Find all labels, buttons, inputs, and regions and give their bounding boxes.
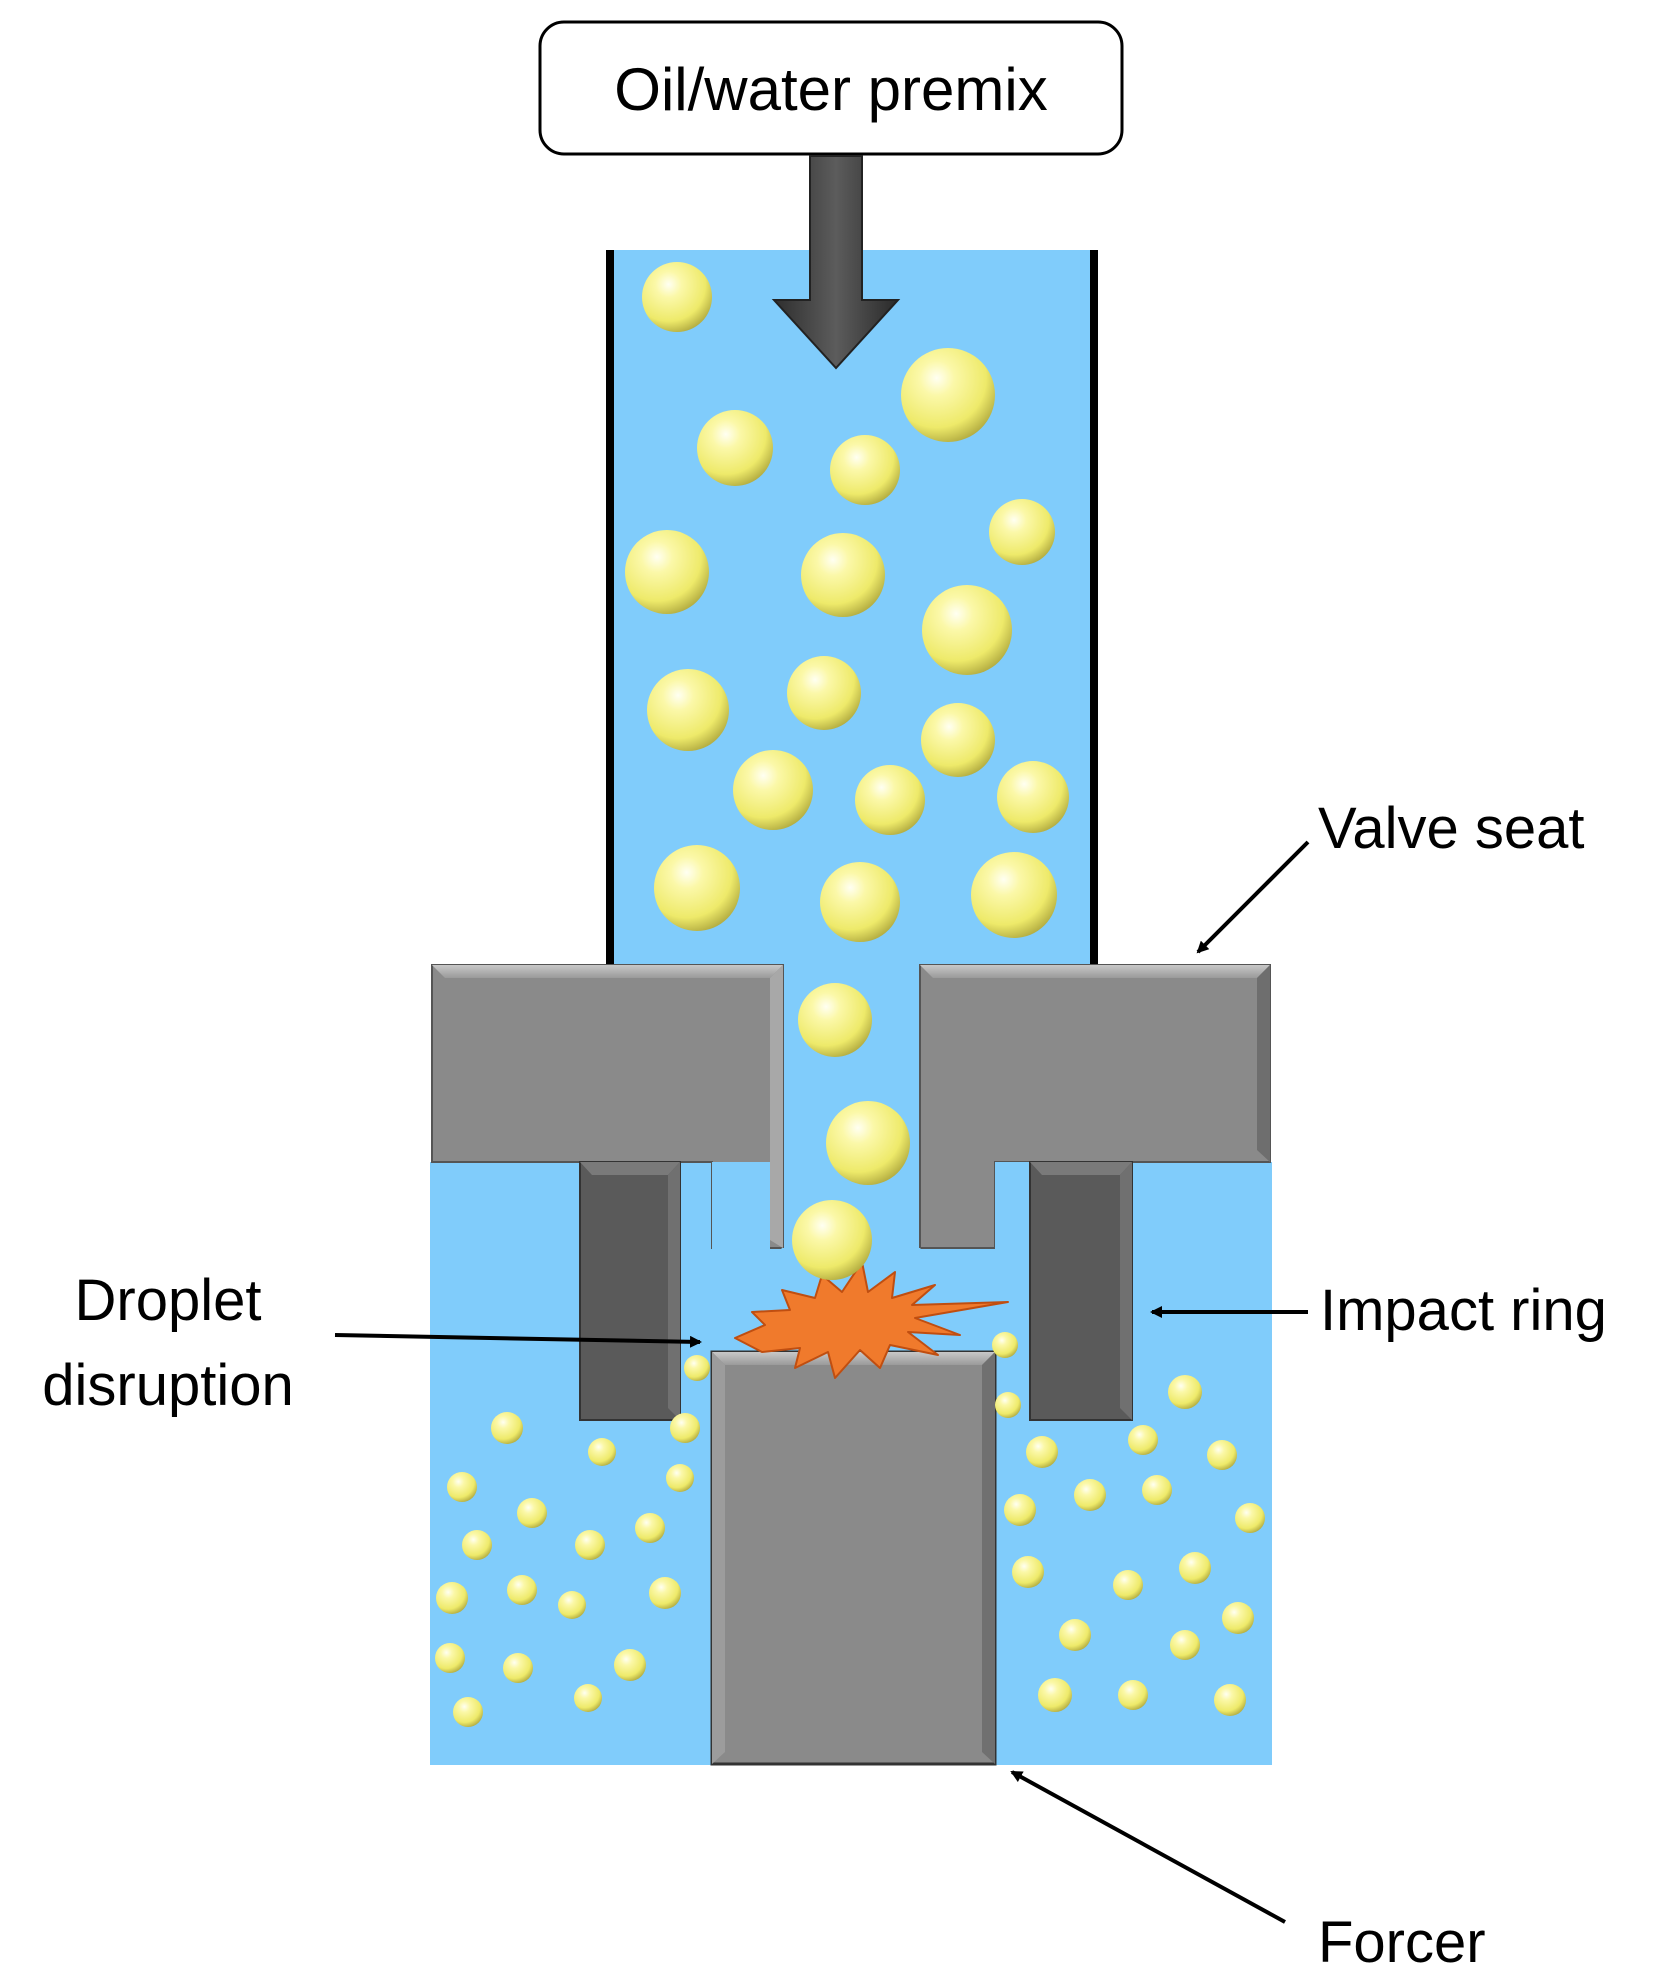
impact-ring-label: Impact ring bbox=[1320, 1278, 1607, 1343]
forcer-label: Forcer bbox=[1318, 1910, 1486, 1975]
droplet-disruption-label-line1: Droplet bbox=[75, 1268, 262, 1333]
burst-star-icon bbox=[734, 1261, 1009, 1379]
small-droplets bbox=[435, 1332, 1265, 1727]
forcer bbox=[710, 1350, 997, 1766]
impact-ring-left bbox=[579, 1161, 681, 1421]
valve-seat-pointer bbox=[1196, 840, 1310, 954]
droplet-disruption-label-line2: disruption bbox=[42, 1353, 293, 1418]
inlet-label: Oil/water premix bbox=[614, 56, 1047, 123]
droplet-disruption-pointer bbox=[334, 1333, 702, 1348]
inlet-label-box bbox=[538, 20, 1124, 156]
forcer-pointer bbox=[1010, 1770, 1286, 1924]
down-arrow-icon bbox=[771, 155, 901, 370]
large-droplets bbox=[625, 262, 1069, 1280]
impact-ring-right bbox=[1029, 1161, 1133, 1421]
valve-seat-label: Valve seat bbox=[1318, 796, 1585, 861]
